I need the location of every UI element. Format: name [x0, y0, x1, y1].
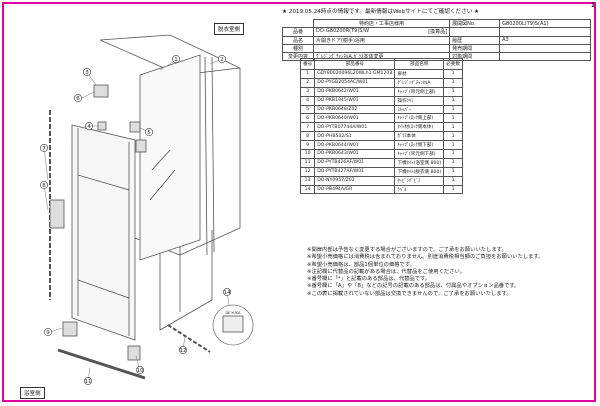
note-line: ※注記欄に代替品の記載がある場合は、代替品をご使用ください。 [307, 268, 466, 275]
product-code: DO-G80200R(T9)S/W [316, 28, 370, 35]
svg-text:3: 3 [85, 70, 89, 76]
callout-12: 12 [179, 346, 187, 354]
svg-text:6: 6 [76, 96, 80, 102]
note-line: ※希望小売価格には消費税は含まれておりません。別途消費税相当額のご負担をお願いい… [307, 254, 544, 261]
svg-text:2: 2 [220, 57, 224, 63]
callout-13 [86, 65, 93, 72]
tag-bathroom-side: 浴室側 [20, 387, 45, 399]
callout-8: 8 [40, 181, 48, 189]
page-frame [2, 2, 596, 402]
svg-text:7: 7 [42, 146, 46, 152]
part-qty: 1 [443, 184, 463, 195]
svg-text:10: 10 [137, 368, 144, 374]
svg-text:12: 12 [180, 348, 187, 354]
callout-9: 9 [44, 328, 52, 336]
notes: ※開扉内部は予告なく変更する場合がございますので、ご了承をお願いいたします。 ※… [307, 247, 544, 298]
svg-text:1: 1 [174, 57, 178, 63]
update-notice: ★ 2019.05.24時点の情報です。最新情報はWebサイトにてご確認ください… [282, 9, 480, 15]
callout-10: 10 [136, 366, 144, 374]
header-table: 特約店・工事店様用 展開図No. G80200L(T9)S(A1) 品番 DO-… [282, 18, 591, 62]
svg-text:5: 5 [147, 130, 151, 136]
part-code: DO-PB494A/GR [314, 184, 396, 195]
part-name: ﾗﾍﾞﾙ [394, 184, 445, 195]
callout-3: 3 [83, 68, 91, 76]
note-line: ※番号欄に「A」や「B」などの記号の記載のある部品は、付属品やオプション品番です… [307, 283, 520, 290]
svg-text:11: 11 [85, 379, 92, 385]
callout-11: 11 [84, 377, 92, 385]
note-line: ※この表に掲載されていない部品は交換できませんので、ご了承をお願いいたします。 [307, 290, 512, 297]
page-number: 1 [590, 2, 595, 9]
note-line: ※希望小売価格は、部品1個単位の価格です。 [307, 261, 415, 268]
callout-7: 7 [40, 144, 48, 152]
svg-text:14: 14 [224, 290, 231, 296]
svg-text:4: 4 [87, 124, 91, 130]
tag-dressing-room-side: 脱衣室側 [214, 23, 245, 35]
callout-2: 2 [218, 55, 226, 63]
note-line: ※開扉内部は予告なく変更する場合がございますので、ご了承をお願いいたします。 [307, 247, 507, 253]
callout-14: 14 [223, 288, 231, 296]
label-mark-text: DE-YUKA [225, 311, 241, 315]
svg-text:8: 8 [42, 183, 46, 189]
svg-text:9: 9 [46, 330, 50, 336]
callout-4: 4 [85, 122, 93, 130]
note-line: ※番号欄に「*」と記載のある部品は、代替品です。 [307, 276, 431, 283]
callout-1: 1 [172, 55, 180, 63]
callout-6: 6 [74, 94, 82, 102]
part-number: 14 [299, 184, 316, 195]
callout-5: 5 [145, 128, 153, 136]
